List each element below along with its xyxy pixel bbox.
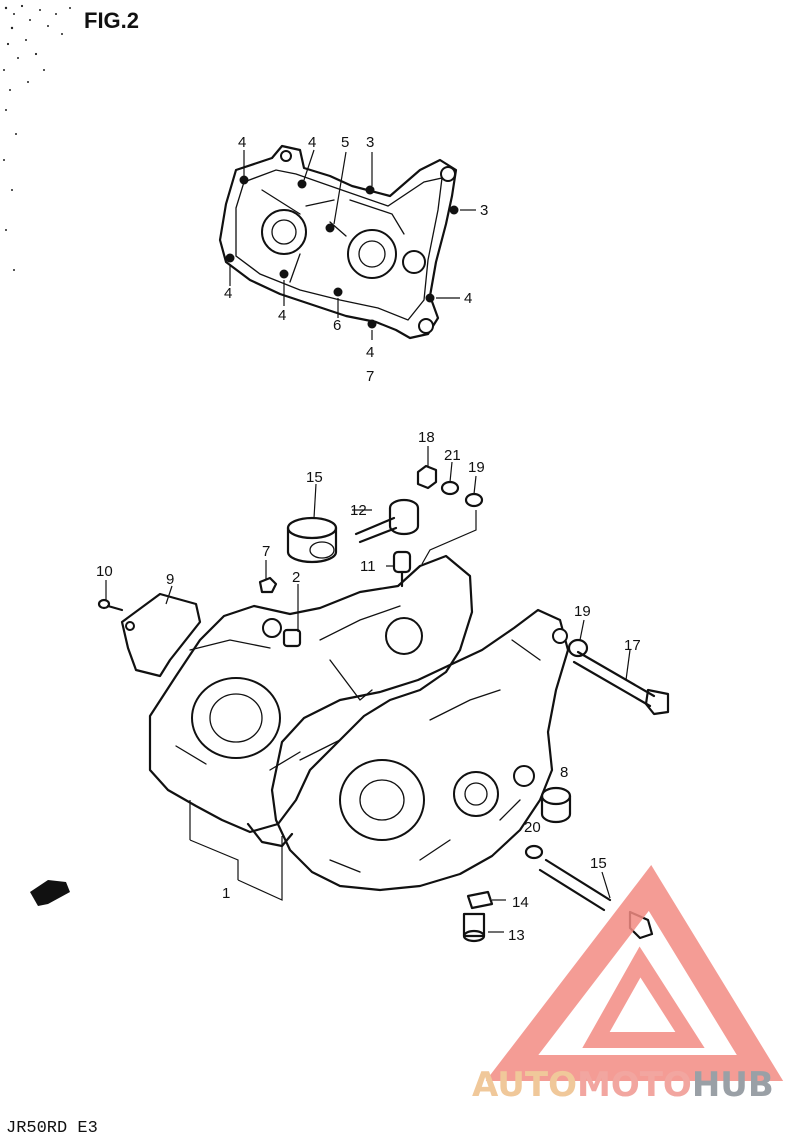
callout-4: 4 (278, 307, 286, 324)
watermark-logo: AUTOMOTOHUB (472, 865, 784, 1105)
callout-7: 7 (366, 368, 374, 385)
callout-2: 2 (292, 569, 300, 586)
clip-14 (466, 890, 494, 910)
bolt-4a (239, 175, 249, 185)
left-shaft-bore (385, 617, 423, 655)
crank-bearing-left (261, 209, 307, 255)
through-bolt-17 (572, 650, 670, 716)
bolt-4e (425, 293, 435, 303)
bearing-15 (286, 516, 338, 564)
washer-21 (440, 480, 460, 496)
bolt-4c (225, 253, 235, 263)
callout-7: 7 (262, 543, 270, 560)
callout-21: 21 (444, 447, 461, 464)
callout-11: 11 (360, 558, 376, 575)
callout-20: 20 (524, 819, 541, 836)
left-crankcase (148, 554, 474, 834)
watermark-auto: AUTO (472, 1065, 577, 1105)
bolt-3b (449, 205, 459, 215)
crank-bearing-right-inner (358, 240, 386, 268)
callout-8: 8 (560, 764, 568, 781)
right-crankcase (270, 608, 570, 892)
watermark-text-auto: AUTOMOTOHUB (472, 1065, 774, 1105)
right-gear-bore (453, 771, 499, 817)
crank-bearing-left-inner (271, 219, 297, 245)
nut-18 (416, 464, 438, 490)
web-ribs (261, 189, 405, 283)
washer-19 (464, 492, 484, 508)
front-arrow-icon (30, 880, 70, 906)
callout-3: 3 (366, 134, 374, 151)
callout-15: 15 (306, 469, 323, 486)
bolt-13 (462, 912, 486, 943)
lower-leaders (105, 446, 631, 933)
figure-title: FIG.2 (84, 8, 139, 33)
washer-20 (524, 844, 544, 860)
bolt-3a (365, 185, 375, 195)
callout-10: 10 (96, 563, 113, 580)
bolt-5 (325, 223, 335, 233)
case-foot (246, 822, 294, 848)
callout-12: 12 (350, 502, 367, 519)
mount-lug-left (280, 150, 292, 162)
right-case-ribs (299, 639, 541, 873)
right-lug (552, 628, 568, 644)
callout-18: 18 (418, 429, 435, 446)
cover-plate-hole (125, 621, 135, 631)
bolt-7 (258, 576, 278, 594)
callout-4: 4 (224, 285, 232, 302)
callout-4: 4 (464, 290, 472, 307)
right-crank-bore (339, 759, 425, 841)
bolt-4f (367, 319, 377, 329)
watermark-moto: MOTO (577, 1065, 692, 1105)
watermark-hub: HUB (692, 1065, 774, 1105)
mount-lug-top (440, 166, 456, 182)
bolt-4b (297, 179, 307, 189)
callout-9: 9 (166, 571, 174, 588)
mount-lug-bottom (418, 318, 434, 334)
left-bearing-inner (209, 693, 263, 743)
watermark-triangle-icon (485, 865, 784, 1081)
crankcase-gasket-group (218, 144, 459, 340)
screw-10 (97, 598, 124, 612)
bolt-4d (279, 269, 289, 279)
callout-15: 15 (590, 855, 607, 872)
crankcase-assembly (148, 554, 570, 892)
left-bearing-bore (191, 677, 281, 759)
fitting-12 (354, 498, 420, 544)
callout-19: 19 (574, 603, 591, 620)
right-crank-inner (359, 779, 405, 821)
left-case-ribs (175, 605, 401, 771)
right-small-bore (513, 765, 535, 787)
right-gear-inner (464, 782, 488, 806)
bushing-8 (540, 786, 572, 824)
callout-3: 3 (480, 202, 488, 219)
top-leaders (229, 149, 476, 340)
gasket-inner (235, 169, 443, 321)
callout-14: 14 (512, 894, 529, 911)
watermark-inner-triangle-icon (582, 946, 705, 1048)
dowel-pin (282, 628, 302, 648)
callout-19: 19 (468, 459, 485, 476)
callout-17: 17 (624, 637, 641, 654)
callout-1: 1 (222, 885, 230, 902)
callout-6: 6 (333, 317, 341, 334)
callout-4: 4 (238, 134, 246, 151)
cover-plate-9 (120, 592, 202, 678)
plug-11 (392, 550, 412, 588)
bolt-6 (333, 287, 343, 297)
left-lug (262, 618, 282, 638)
gasket-outline (218, 144, 458, 340)
callout-13: 13 (508, 927, 525, 944)
callout-4: 4 (308, 134, 316, 151)
washer-19-lower (567, 638, 589, 658)
crank-bearing-right (347, 229, 397, 279)
callout-4: 4 (366, 344, 374, 361)
model-code: JR50RD E3 (6, 1119, 98, 1138)
callout-5: 5 (341, 134, 349, 151)
shaft-seal (402, 250, 426, 274)
scan-noise (3, 4, 71, 271)
small-parts (30, 464, 670, 943)
